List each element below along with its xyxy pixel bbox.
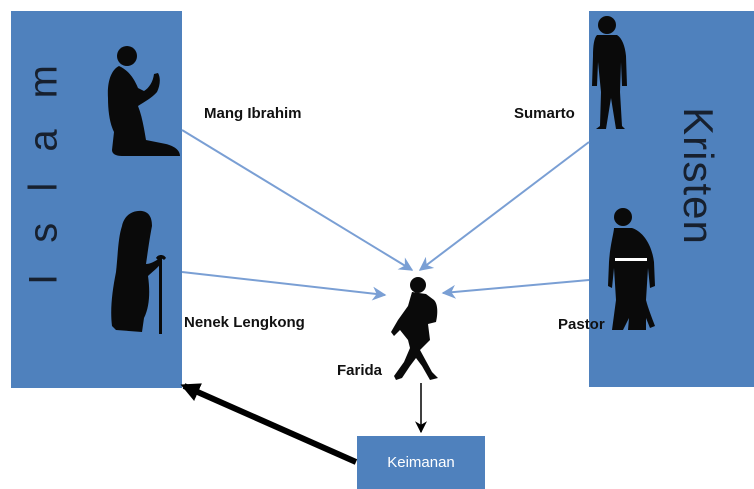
praying-man-icon <box>107 46 180 156</box>
old-woman-with-cane-icon <box>111 210 166 334</box>
islam-block <box>11 11 182 388</box>
farida-label: Farida <box>337 362 383 379</box>
keimanan-label: Keimanan <box>387 454 455 471</box>
pastor-label: Pastor <box>558 316 605 333</box>
nenek-lengkong-label: Nenek Lengkong <box>184 314 305 331</box>
standing-man-icon <box>592 16 627 129</box>
arrow-sumarto-to-farida <box>418 141 590 271</box>
arrow-mang-ibrahim-to-farida <box>181 129 414 271</box>
arrow-nenek-lengkong-to-farida <box>181 271 387 301</box>
walking-girl-icon <box>391 277 438 380</box>
arrow-pastor-to-farida <box>441 279 590 299</box>
sumarto-label: Sumarto <box>514 105 575 122</box>
mang-ibrahim-label: Mang Ibrahim <box>204 105 302 122</box>
priest-icon <box>608 208 655 330</box>
arrow-keimanan-to-islam <box>180 383 358 465</box>
keimanan-block: Keimanan <box>357 436 485 489</box>
